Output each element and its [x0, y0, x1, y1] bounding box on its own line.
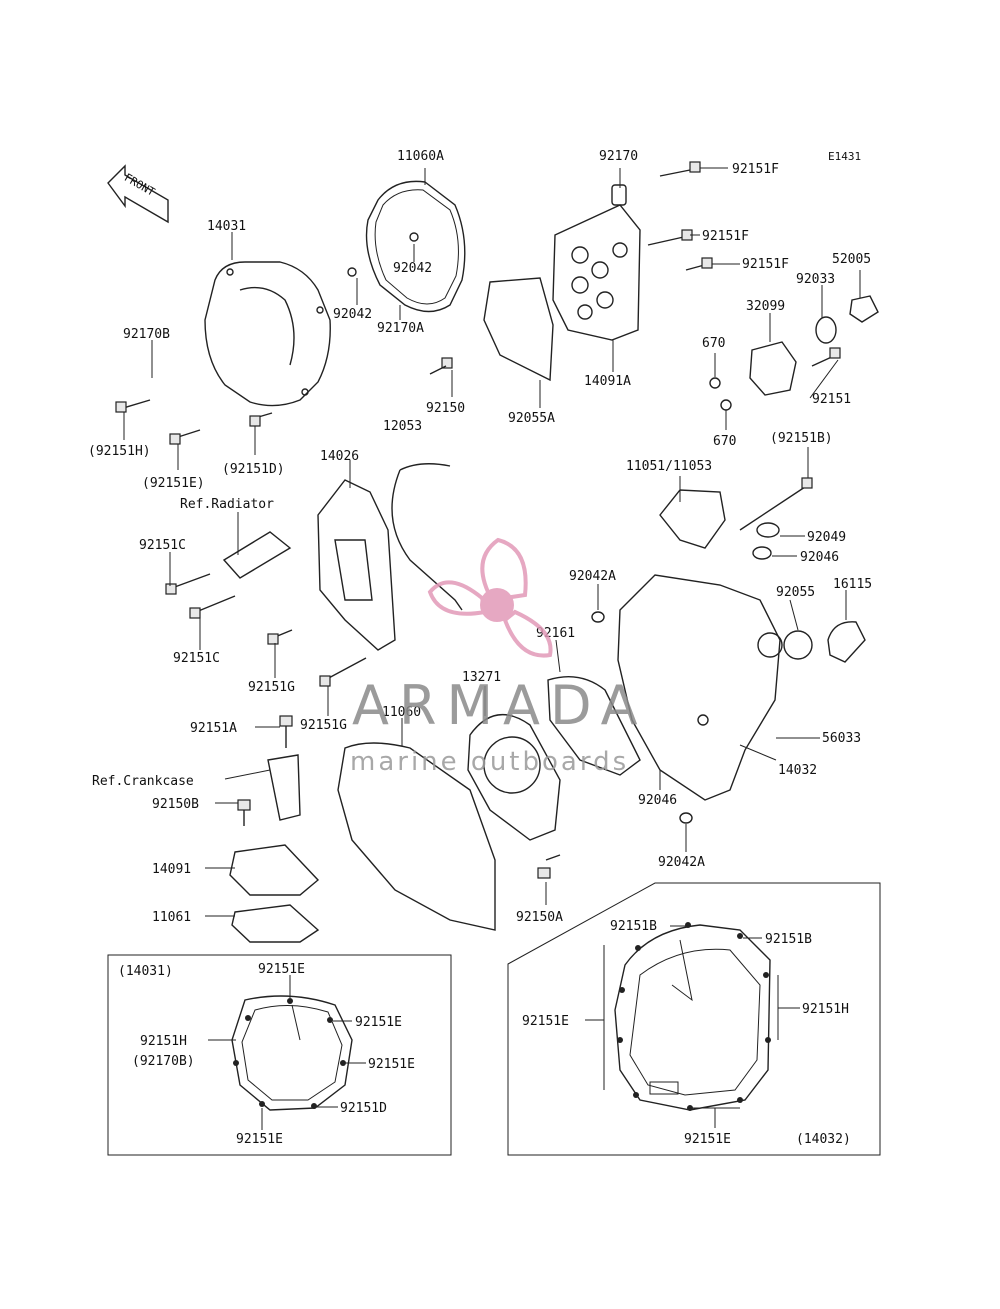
label-92170: 92170: [599, 149, 638, 164]
inset-14032: (14032) 92151B 92151B 92151E 92151H 9215…: [507, 882, 881, 1156]
diagram-code: E1431: [828, 150, 861, 163]
inset-left-label-3: 92151H: [140, 1034, 187, 1049]
label-14026: 14026: [320, 449, 359, 464]
inset-left-label-7: 92151E: [236, 1132, 283, 1147]
label-92150A: 92150A: [516, 910, 563, 925]
label-92055A: 92055A: [508, 411, 555, 426]
cover-14026: [222, 463, 463, 651]
cover-14091-gasket-11061: [229, 754, 320, 943]
label-92151: 92151: [812, 392, 851, 407]
gasket-92055A: [483, 277, 554, 382]
label-92151B-p: (92151B): [770, 431, 833, 446]
inset-left-label-2: 92151E: [355, 1015, 402, 1030]
label-11061: 11061: [152, 910, 191, 925]
inset-left-title: (14031): [118, 964, 173, 979]
label-14032: 14032: [778, 763, 817, 778]
front-arrow-icon: FRONT: [107, 164, 169, 224]
inset-right-label-1: 92151B: [610, 919, 657, 934]
small-parts-right: [659, 295, 879, 663]
label-14091A: 14091A: [584, 374, 631, 389]
inset-left-label-5: 92151E: [368, 1057, 415, 1072]
label-14031: 14031: [207, 219, 246, 234]
label-92170A: 92170A: [377, 321, 424, 336]
label-92042A-b: 92042A: [658, 855, 705, 870]
propeller-logo-icon: [427, 537, 553, 658]
label-92151D-p: (92151D): [222, 462, 285, 477]
label-92151C-b: 92151C: [173, 651, 220, 666]
label-92170B: 92170B: [123, 327, 170, 342]
label-11060: 11060: [382, 705, 421, 720]
label-92055: 92055: [776, 585, 815, 600]
inset-right-label-2: 92151B: [765, 932, 812, 947]
plate-13271: [467, 676, 641, 841]
label-92042-b: 92042: [333, 307, 372, 322]
inset-left-label-1: 92151E: [258, 962, 305, 977]
label-52005: 52005: [832, 252, 871, 267]
label-92151A: 92151A: [190, 721, 237, 736]
label-ref-crankcase: Ref.Crankcase: [92, 774, 194, 789]
watermark-brand: ARMADA: [352, 674, 648, 737]
label-92042-a: 92042: [393, 261, 432, 276]
label-32099: 32099: [746, 299, 785, 314]
label-670-b: 670: [713, 434, 736, 449]
label-13271: 13271: [462, 670, 501, 685]
label-11051-11053: 11051/11053: [626, 459, 712, 474]
left-engine-cover-14031: [204, 261, 331, 407]
label-92151G-b: 92151G: [300, 718, 347, 733]
gasket-11060A: [347, 180, 466, 313]
label-92151F-b: 92151F: [702, 229, 749, 244]
right-engine-cover-14032: [591, 574, 783, 824]
label-92151H-p: (92151H): [88, 444, 151, 459]
inset-right-bolts: [617, 922, 771, 1111]
bolt-icons: [115, 161, 841, 879]
inset-right-title: (14032): [796, 1132, 851, 1147]
label-92151F-c: 92151F: [742, 257, 789, 272]
label-92046-a: 92046: [800, 550, 839, 565]
label-16115: 16115: [833, 577, 872, 592]
watermark-tagline: marine outboards: [350, 747, 629, 777]
label-92033: 92033: [796, 272, 835, 287]
cover-14091A: [552, 184, 641, 341]
part-labels: 11060A 92170 92151F 14031 92151F 92042 5…: [88, 149, 872, 925]
armada-watermark: ARMADA marine outboards: [350, 537, 648, 777]
inset-14031: (14031) 92151E 92151E 92151H (92170B) 92…: [107, 954, 452, 1156]
label-92049: 92049: [807, 530, 846, 545]
label-92046-b: 92046: [638, 793, 677, 808]
label-670-a: 670: [702, 336, 725, 351]
inset-left-bolts: [233, 998, 346, 1109]
label-92151E-p: (92151E): [142, 476, 205, 491]
label-12053: 12053: [383, 419, 422, 434]
inset-left-label-6: 92151D: [340, 1101, 387, 1116]
gasket-11060: [337, 742, 496, 931]
label-11060A: 11060A: [397, 149, 444, 164]
label-92150B: 92150B: [152, 797, 199, 812]
label-92042A-a: 92042A: [569, 569, 616, 584]
leader-lines: [123, 167, 861, 917]
inset-right-label-3: 92151E: [522, 1014, 569, 1029]
label-92150: 92150: [426, 401, 465, 416]
label-56033: 56033: [822, 731, 861, 746]
front-label: FRONT: [122, 171, 158, 199]
label-92151C-a: 92151C: [139, 538, 186, 553]
inset-left-label-4: (92170B): [132, 1054, 195, 1069]
inset-right-label-5: 92151E: [684, 1132, 731, 1147]
inset-right-label-4: 92151H: [802, 1002, 849, 1017]
label-ref-radiator: Ref.Radiator: [180, 497, 274, 512]
label-14091: 14091: [152, 862, 191, 877]
label-92151F-a: 92151F: [732, 162, 779, 177]
label-92151G-a: 92151G: [248, 680, 295, 695]
